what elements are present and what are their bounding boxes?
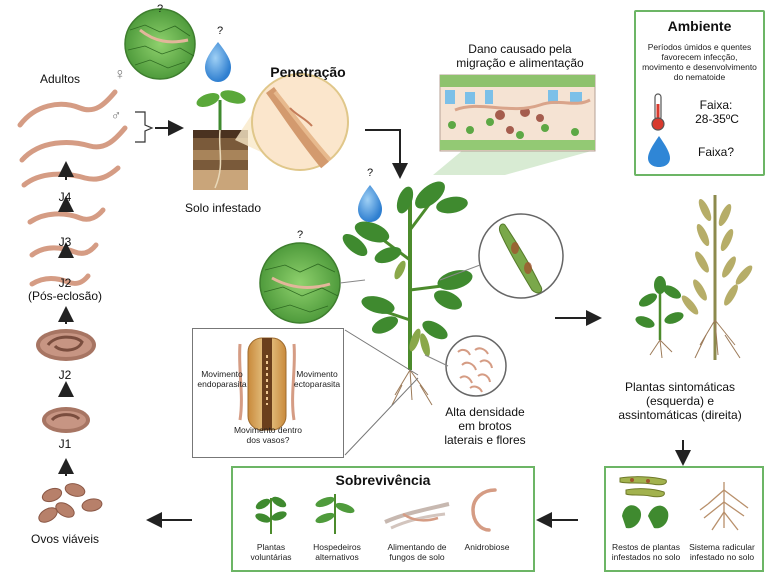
residue-left-line2: infestados no solo (611, 552, 681, 562)
damage-title-line2: migração e alimentação (456, 56, 584, 70)
density-circle (445, 335, 507, 397)
movement-box: Movimento endoparasita Movimento ectopar… (192, 328, 344, 458)
damage-tissue-strip (433, 74, 596, 175)
soybean-plant (342, 181, 473, 406)
vessel-movement-line1: Movimento dentro (233, 425, 303, 435)
plant-residue-icon (619, 476, 669, 529)
plant-cell-circle (259, 242, 341, 324)
seedling (196, 90, 246, 130)
damage-title-line1: Dano causado pela (468, 42, 572, 56)
survival-item-1-line1: Plantas (256, 542, 286, 552)
root-zoom-circle (235, 73, 349, 171)
soil-fungi-icon (384, 502, 450, 530)
pod-zoom-circle (478, 213, 564, 299)
penetration-cell-circle (124, 8, 196, 80)
question-mark-water: ? (216, 25, 224, 37)
asymptomatic-plant (681, 195, 753, 360)
environment-desc-line4: do nematoide (673, 72, 726, 82)
egg-j2 (36, 329, 96, 361)
question-mark-plant-cell: ? (296, 229, 304, 241)
pod-zoom-line (439, 264, 481, 281)
moisture-label: Faixa? (697, 145, 735, 159)
j3-label: J3 (58, 235, 72, 249)
egg-j1 (42, 407, 90, 433)
question-mark-plant-water: ? (366, 167, 374, 179)
question-mark-cell: ? (156, 3, 164, 15)
brace (135, 111, 154, 143)
root-zoom-lines (344, 329, 419, 456)
environment-desc-line1: Períodos úmidos e quentes (647, 42, 752, 52)
ecto-movement-line1: Movimento (296, 369, 338, 379)
vessel-movement-line2: dos vasos? (246, 435, 290, 445)
temperature-label: Faixa: (699, 98, 733, 112)
thermometer-icon (651, 93, 665, 131)
plants-line2: (esquerda) e (645, 394, 715, 408)
survival-box: Sobrevivência Plantas voluntárias Hosped… (231, 466, 535, 572)
survival-item-3-line1: Alimentando de (387, 542, 447, 552)
post-hatch-label: (Pós-eclosão) (27, 289, 103, 303)
j1-label: J1 (58, 437, 72, 451)
residue-right-line2: infestado no solo (689, 552, 755, 562)
plants-line3: assintomáticas (direita) (618, 408, 742, 422)
survival-item-4-line1: Anidrobiose (464, 542, 510, 552)
density-line1: Alta densidade (445, 405, 525, 419)
penetration-title: Penetração (270, 64, 346, 80)
arrow-to-plant (365, 129, 408, 179)
density-zoom-line (424, 354, 449, 367)
environment-desc-line3: movimento e desenvolvimento (642, 62, 757, 72)
endo-movement-line2: endoparasita (197, 379, 247, 389)
j2-post-label: J2 (58, 276, 72, 290)
density-line2: em brotos (458, 419, 512, 433)
water-drop-icon (205, 42, 231, 82)
viable-eggs (38, 483, 103, 523)
survival-item-2-line2: alternativos (315, 552, 359, 562)
soil-block (193, 129, 248, 190)
endo-movement-line1: Movimento (201, 369, 243, 379)
symptomatic-plant (635, 276, 684, 359)
alternative-host-icon (315, 494, 355, 534)
density-line3: laterais e flores (444, 433, 526, 447)
environment-desc-line2: favorecem infecção, (661, 52, 738, 62)
cell-zoom-line (339, 279, 366, 284)
female-symbol: ♀ (114, 66, 126, 83)
viable-eggs-label: Ovos viáveis (30, 532, 100, 546)
water-drop-plant-icon (358, 185, 382, 222)
male-symbol: ♂ (110, 107, 122, 123)
j4-label: J4 (58, 190, 72, 204)
adults-label: Adultos (39, 72, 81, 86)
moisture-drop-icon (648, 136, 670, 167)
plants-line1: Plantas sintomáticas (624, 380, 736, 394)
environment-title: Ambiente (667, 18, 732, 34)
residue-right-line1: Sistema radicular (689, 542, 755, 552)
survival-title: Sobrevivência (335, 472, 431, 488)
survival-item-1-line2: voluntárias (250, 552, 292, 562)
ecto-movement-line2: ectoparasita (293, 379, 341, 389)
environment-box: Ambiente Períodos úmidos e quentes favor… (634, 10, 765, 176)
anhydrobiosis-nematode-icon (471, 488, 497, 532)
residues-box: Restos de plantas infestados no solo Sis… (604, 466, 764, 572)
survival-item-3-line2: fungos de solo (389, 552, 445, 562)
soil-label: Solo infestado (184, 201, 262, 215)
volunteer-plant-icon (255, 496, 287, 534)
root-cross-section (238, 337, 296, 431)
survival-item-2-line1: Hospedeiros (313, 542, 361, 552)
j2-label: J2 (58, 368, 72, 382)
temperature-range: 28-35ºC (695, 112, 739, 126)
adult-nematodes (17, 89, 128, 287)
infested-roots-icon (699, 482, 749, 531)
residue-left-line1: Restos de plantas (611, 542, 681, 552)
